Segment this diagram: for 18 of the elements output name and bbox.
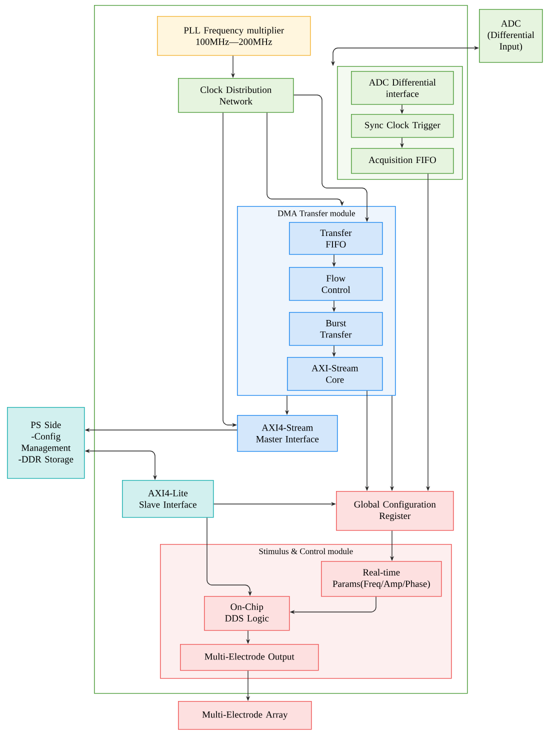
process-box: Burst Transfer bbox=[289, 312, 383, 346]
process-box: Transfer FIFO bbox=[289, 222, 383, 255]
process-box: AXI4-Lite Slave Interface bbox=[122, 480, 214, 518]
process-box: PLL Frequency multiplier 100MHz—200MHz bbox=[157, 16, 311, 56]
process-box: AXI4-Stream Master Interface bbox=[237, 415, 338, 452]
process-box: Real-time Params(Freq/Amp/Phase) bbox=[321, 561, 442, 597]
process-box: AXI-Stream Core bbox=[287, 357, 383, 391]
process-box: Clock Distribution Network bbox=[178, 78, 294, 113]
process-box: ADC (Differential Input) bbox=[479, 9, 543, 63]
process-box: Acquisition FIFO bbox=[351, 148, 454, 174]
process-box: Global Configuration Register bbox=[336, 491, 454, 531]
process-box: Multi-Electrode Output bbox=[180, 644, 319, 671]
process-box: ADC Differential interface bbox=[351, 71, 454, 105]
process-box: Flow Control bbox=[289, 267, 383, 301]
process-box: Multi-Electrode Array bbox=[178, 701, 312, 730]
process-box: On-Chip DDS Logic bbox=[204, 596, 290, 631]
process-box: Sync Clock Trigger bbox=[351, 114, 454, 138]
process-box: PS Side -Config Management -DDR Storage bbox=[7, 407, 85, 479]
